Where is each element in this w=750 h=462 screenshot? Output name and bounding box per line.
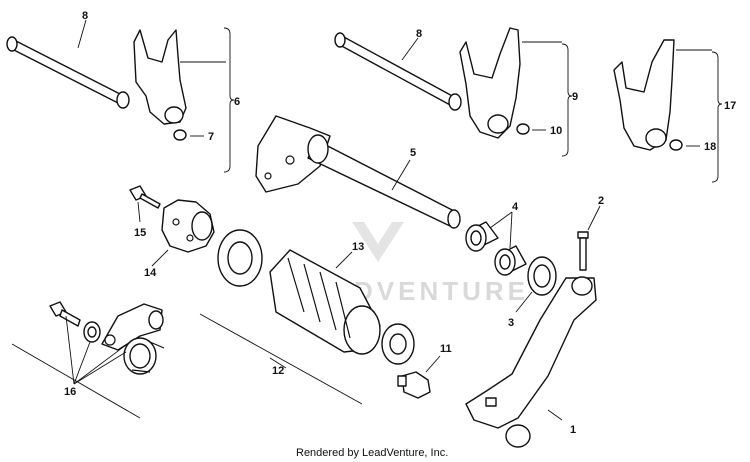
callout-10: 10 [550,125,562,137]
shift-fork-right[interactable] [613,39,683,151]
callout-16: 16 [64,386,76,398]
stopper-arm[interactable] [101,303,164,351]
shift-fork-middle[interactable] [459,27,530,139]
shift-drum[interactable] [255,115,461,229]
callout-17: 17 [724,100,736,112]
callout-1: 1 [570,424,576,436]
callout-9: 9 [572,91,578,103]
callout-8-middle: 8 [416,28,422,40]
shift-fork-shaft-left[interactable] [6,36,130,109]
washer[interactable] [83,321,101,343]
bearing-upper[interactable] [465,221,499,252]
return-spring[interactable] [123,337,165,375]
shift-pedal[interactable] [465,276,597,448]
bearing-small[interactable] [381,323,415,365]
callout-15: 15 [134,227,146,239]
callout-6: 6 [234,96,240,108]
callout-8-left: 8 [82,10,88,22]
callout-12: 12 [272,365,284,377]
callout-3: 3 [508,317,514,329]
neutral-switch[interactable] [397,371,431,399]
oil-seal[interactable] [527,256,557,296]
callout-14: 14 [144,267,157,279]
pedal-bolt[interactable] [577,231,589,271]
shift-drum-boot[interactable] [269,249,381,355]
callout-5: 5 [410,147,416,159]
stopper-bolt[interactable] [129,185,161,209]
shift-fork-left[interactable] [133,29,187,141]
bearing-lower[interactable] [494,245,527,276]
callout-4: 4 [512,201,519,213]
callout-13: 13 [352,241,364,253]
bearing-large[interactable] [217,229,263,287]
callout-18: 18 [704,141,716,153]
callout-11: 11 [440,343,452,355]
shift-fork-shaft-middle[interactable] [334,32,462,111]
callout-7: 7 [208,131,214,143]
shift-cam[interactable] [161,199,215,253]
footer-credit: Rendered by LeadVenture, Inc. [296,447,448,459]
callout-2: 2 [598,195,604,207]
stopper-bolt-lower[interactable] [49,301,81,327]
